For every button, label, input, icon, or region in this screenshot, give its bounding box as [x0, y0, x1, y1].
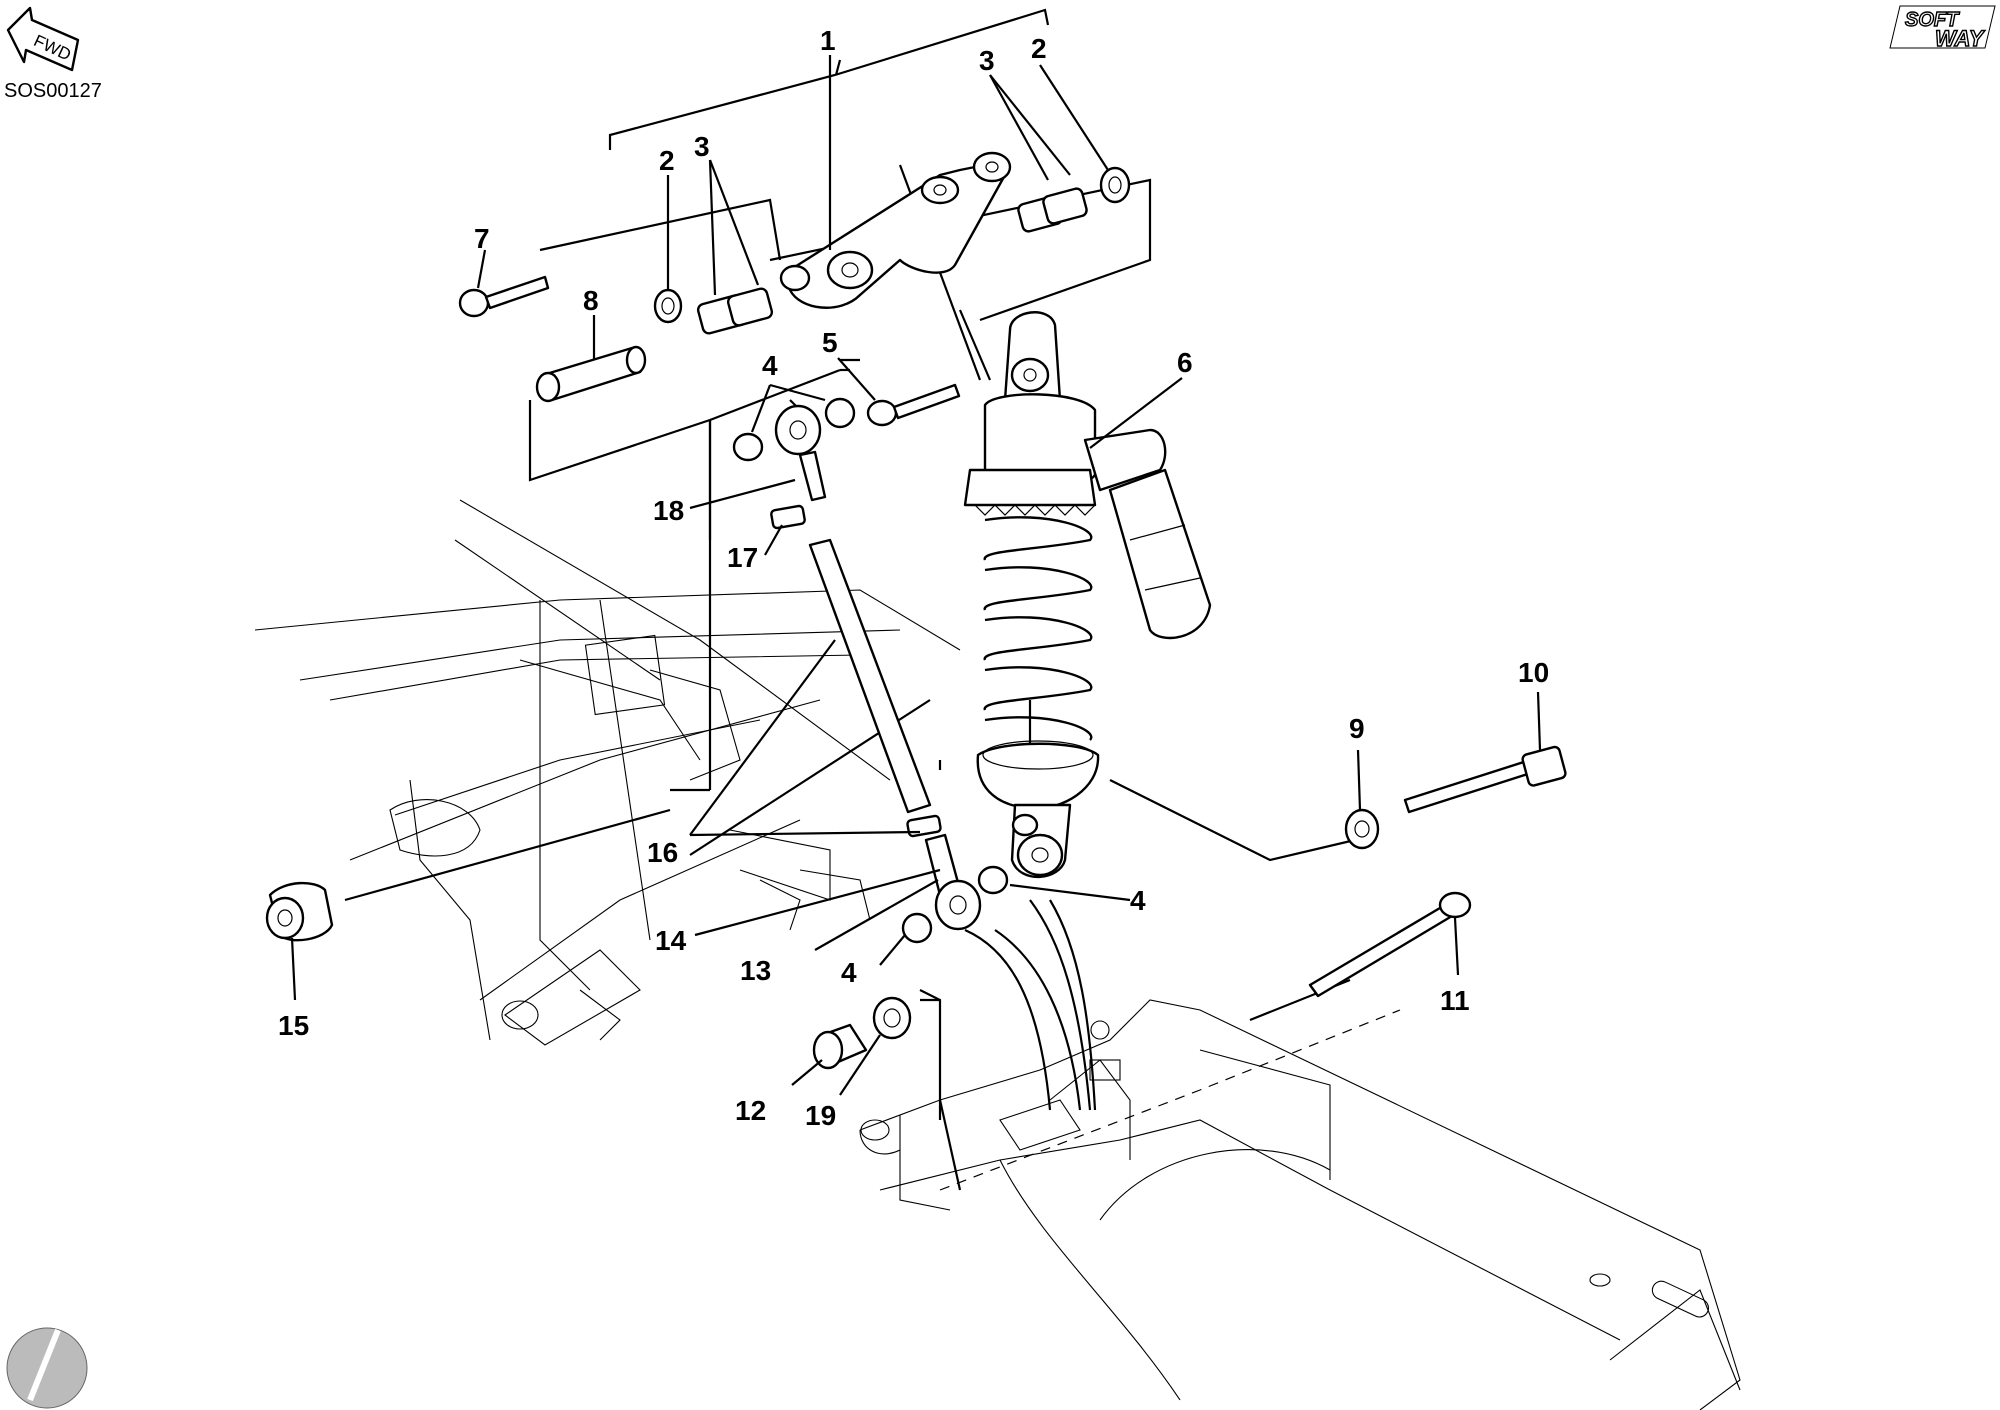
tie-rod — [808, 538, 932, 814]
spacer-8 — [535, 345, 647, 403]
callout-6: 6 — [1177, 347, 1193, 378]
callout-12: 12 — [735, 1095, 766, 1126]
pin-12 — [812, 1023, 868, 1070]
bearing-pair-left — [696, 287, 774, 335]
callout-5: 5 — [822, 327, 838, 358]
bearing-pair-right — [1017, 187, 1088, 233]
fwd-arrow-icon: FWD — [6, 6, 80, 72]
curved-leaders — [964, 899, 1097, 1111]
bolt-5 — [866, 383, 961, 427]
washer-19 — [872, 996, 912, 1040]
rod-end-18 — [774, 404, 827, 502]
bushing-lower-right — [977, 865, 1009, 895]
callout-4-lower-left: 4 — [841, 957, 857, 988]
callout-18: 18 — [653, 495, 684, 526]
callout-3-left: 3 — [694, 131, 710, 162]
washer-9 — [1344, 808, 1380, 850]
callout-16: 16 — [647, 837, 678, 868]
washer-right — [1099, 166, 1131, 204]
callout-1: 1 — [820, 25, 836, 56]
callout-19: 19 — [805, 1100, 836, 1131]
callout-14: 14 — [655, 925, 687, 956]
callout-13: 13 — [740, 955, 771, 986]
rod-end-13 — [924, 833, 982, 931]
nut-14 — [906, 814, 942, 838]
nut-17 — [770, 504, 806, 530]
bushing-lower-left — [901, 912, 933, 944]
callout-2-right: 2 — [1031, 33, 1047, 64]
callout-7: 7 — [474, 223, 490, 254]
swingarm — [859, 999, 1741, 1410]
bolt-7 — [458, 275, 550, 318]
washer-left — [653, 288, 683, 324]
callout-4-lower-right: 4 — [1130, 885, 1146, 916]
callout-2-left: 2 — [659, 145, 675, 176]
softway-logo: SOFT WAY — [1889, 5, 1996, 52]
bolt-11 — [1308, 891, 1472, 998]
callout-3-right: 3 — [979, 45, 995, 76]
callout-numbers: 1 2 2 3 3 4 4 4 5 6 7 8 9 10 11 12 13 14… — [278, 25, 1549, 1131]
logo-bottom-text: WAY — [1935, 26, 1986, 51]
callout-8: 8 — [583, 285, 599, 316]
bushing-upper-right — [824, 397, 856, 429]
bolt-10 — [1403, 745, 1567, 814]
callout-leaders — [290, 55, 1542, 1096]
callout-15: 15 — [278, 1010, 309, 1041]
drawing-code: SOS00127 — [4, 80, 102, 102]
callout-17: 17 — [727, 542, 758, 573]
callout-11: 11 — [1440, 985, 1470, 1016]
callout-4-upper: 4 — [762, 350, 778, 381]
shock-absorber — [963, 311, 1212, 879]
bushing-upper-left — [732, 432, 764, 462]
bush-15 — [265, 881, 334, 942]
callout-10: 10 — [1518, 657, 1549, 688]
callout-9: 9 — [1349, 713, 1365, 744]
rocker-linkage — [779, 151, 1012, 309]
corner-badge-icon — [6, 1327, 88, 1409]
logo-top-text: SOFT — [1905, 9, 1960, 31]
frame-outline — [254, 499, 961, 1046]
